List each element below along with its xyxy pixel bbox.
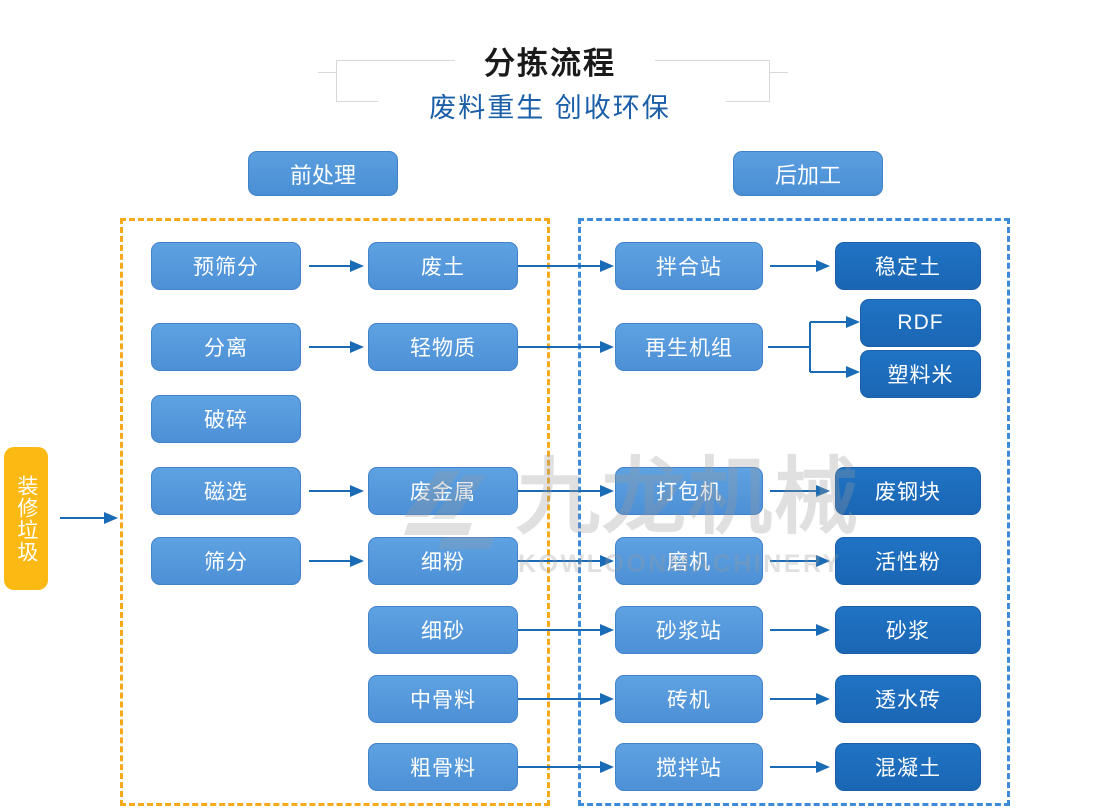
machine-box-3[interactable]: 磨机 [615, 537, 763, 585]
machine-box-1[interactable]: 再生机组 [615, 323, 763, 371]
material-box-4[interactable]: 细砂 [368, 606, 518, 654]
arrow-machine2-to-product2 [770, 485, 830, 497]
zone-preprocess [120, 218, 550, 806]
product-box-2[interactable]: 废钢块 [835, 467, 981, 515]
arrow-material6-to-machine6 [518, 761, 614, 773]
product-box-4[interactable]: 砂浆 [835, 606, 981, 654]
arrow-material2-to-machine2 [518, 485, 614, 497]
arrow-stage4-to-material4 [309, 555, 364, 567]
product-box-rdf[interactable]: RDF [860, 299, 981, 347]
title-rule-left [318, 72, 336, 73]
machine-box-5[interactable]: 砖机 [615, 675, 763, 723]
section-header-preprocess[interactable]: 前处理 [248, 151, 398, 196]
input-waste-box[interactable]: 装修垃圾 [4, 447, 48, 590]
material-box-3[interactable]: 细粉 [368, 537, 518, 585]
product-box-plastic[interactable]: 塑料米 [860, 350, 981, 398]
stage-box-2[interactable]: 破碎 [151, 395, 301, 443]
arrow-machine5-to-product5 [770, 693, 830, 705]
arrow-material3-to-machine3 [518, 555, 614, 567]
arrow-machine4-to-product4 [770, 624, 830, 636]
product-box-6[interactable]: 混凝土 [835, 743, 981, 791]
stage-box-4[interactable]: 筛分 [151, 537, 301, 585]
arrow-stage0-to-material0 [309, 260, 364, 272]
product-box-0[interactable]: 稳定土 [835, 242, 981, 290]
arrow-material1-to-machine1 [518, 341, 614, 353]
material-box-5[interactable]: 中骨料 [368, 675, 518, 723]
arrow-stage1-to-material1 [309, 341, 364, 353]
arrow-machine6-to-product6 [770, 761, 830, 773]
title-mask-bottom [378, 94, 726, 110]
zone-postprocess [578, 218, 1010, 806]
material-box-1[interactable]: 轻物质 [368, 323, 518, 371]
machine-box-6[interactable]: 搅拌站 [615, 743, 763, 791]
arrow-machine1-branch-to-products [768, 316, 860, 378]
stage-box-0[interactable]: 预筛分 [151, 242, 301, 290]
product-box-5[interactable]: 透水砖 [835, 675, 981, 723]
arrow-material5-to-machine5 [518, 693, 614, 705]
title-mask-top [455, 55, 655, 71]
page-title: 分拣流程 [484, 46, 616, 81]
product-box-3[interactable]: 活性粉 [835, 537, 981, 585]
arrow-stage3-to-material3 [309, 485, 364, 497]
material-box-2[interactable]: 废金属 [368, 467, 518, 515]
arrow-machine0-to-product0 [770, 260, 830, 272]
page-subtitle: 废料重生 创收环保 [429, 93, 671, 123]
machine-box-0[interactable]: 拌合站 [615, 242, 763, 290]
stage-box-3[interactable]: 磁选 [151, 467, 301, 515]
section-header-postprocess[interactable]: 后加工 [733, 151, 883, 196]
arrow-material0-to-machine0 [518, 260, 614, 272]
material-box-6[interactable]: 粗骨料 [368, 743, 518, 791]
machine-box-4[interactable]: 砂浆站 [615, 606, 763, 654]
stage-box-1[interactable]: 分离 [151, 323, 301, 371]
machine-box-2[interactable]: 打包机 [615, 467, 763, 515]
arrow-material4-to-machine4 [518, 624, 614, 636]
title-rule-right [770, 72, 788, 73]
material-box-0[interactable]: 废土 [368, 242, 518, 290]
arrow-machine3-to-product3 [770, 555, 830, 567]
arrow-input-to-preprocess [60, 512, 118, 524]
